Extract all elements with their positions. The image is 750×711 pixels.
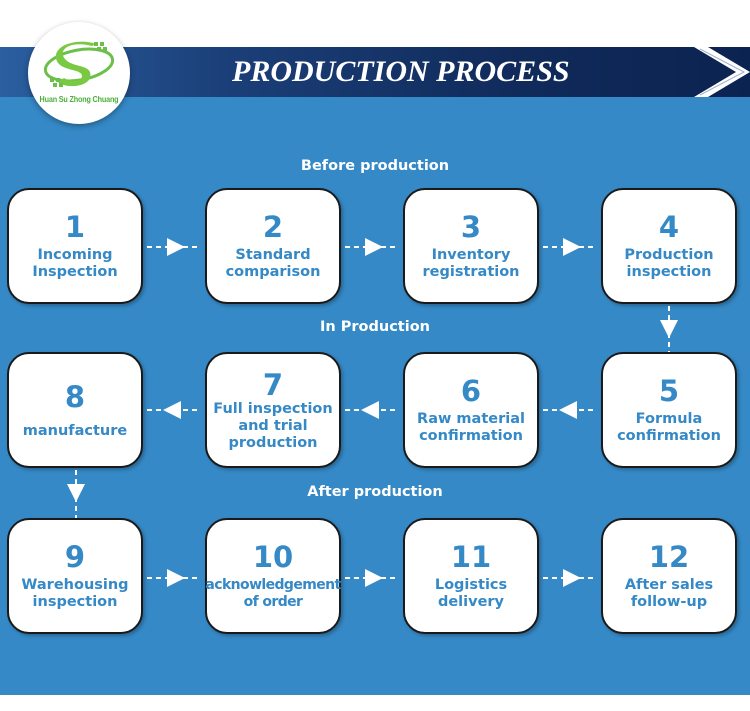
step-label: manufacture: [22, 422, 128, 439]
arrow-left-icon: [345, 401, 399, 419]
arrow-right-icon: [543, 569, 597, 587]
step-3-inventory-registration: 3 Inventory registration: [403, 188, 539, 304]
logo-s-icon: [43, 41, 115, 87]
step-number: 9: [64, 540, 86, 574]
step-label: Warehousing inspection: [21, 577, 129, 610]
step-number: 11: [450, 540, 492, 574]
arrow-right-icon: [147, 569, 201, 587]
step-number: 3: [460, 210, 482, 244]
step-number: 8: [64, 379, 86, 414]
step-6-raw-material-confirmation: 6 Raw material confirmation: [403, 352, 539, 468]
arrow-right-icon: [345, 569, 399, 587]
step-number: 2: [262, 210, 284, 244]
step-11-logistics-delivery: 11 Logistics delivery: [403, 518, 539, 634]
section-label-after-production: After production: [307, 484, 443, 500]
step-4-production-inspection: 4 Production inspection: [601, 188, 737, 304]
step-number: 4: [658, 210, 680, 244]
arrow-left-icon: [147, 401, 201, 419]
step-label: Standard comparison: [225, 247, 321, 280]
step-label: Incoming Inspection: [32, 247, 118, 280]
step-number: 5: [658, 374, 680, 408]
step-label: Production inspection: [624, 247, 714, 280]
step-label: acknowledgement of order: [205, 577, 341, 610]
section-label-in-production: In Production: [320, 319, 430, 335]
step-number: 1: [64, 210, 86, 244]
arrow-down-icon: [67, 470, 85, 518]
step-10-acknowledgement-of-order: 10 acknowledgement of order: [205, 518, 341, 634]
step-7-full-inspection-trial-production: 7 Full inspection and trial production: [205, 352, 341, 468]
section-label-before-production: Before production: [300, 158, 450, 174]
arrow-right-icon: [147, 238, 201, 256]
logo-text: Huan Su Zhong Chuang: [39, 94, 119, 104]
arrow-left-icon: [543, 401, 597, 419]
step-1-incoming-inspection: 1 Incoming Inspection: [7, 188, 143, 304]
step-number: 7: [262, 367, 284, 402]
step-8-manufacture: 8 manufacture: [7, 352, 143, 468]
step-label: Formula confirmation: [617, 411, 721, 444]
step-9-warehousing-inspection: 9 Warehousing inspection: [7, 518, 143, 634]
arrow-down-icon: [660, 306, 678, 352]
step-label: Full inspection and trial production: [213, 400, 333, 451]
step-12-after-sales-follow-up: 12 After sales follow-up: [601, 518, 737, 634]
page-title: PRODUCTION PROCESS: [232, 55, 570, 88]
step-label: Inventory registration: [422, 247, 520, 280]
step-5-formula-confirmation: 5 Formula confirmation: [601, 352, 737, 468]
arrow-right-icon: [543, 238, 597, 256]
step-number: 6: [460, 374, 482, 408]
chevron-right-icon: [694, 47, 750, 97]
arrow-right-icon: [345, 238, 399, 256]
company-logo: Huan Su Zhong Chuang: [28, 22, 130, 124]
step-label: Logistics delivery: [434, 577, 508, 610]
step-number: 10: [252, 540, 294, 574]
step-label: After sales follow-up: [624, 577, 714, 610]
step-label: Raw material confirmation: [417, 411, 525, 444]
step-2-standard-comparison: 2 Standard comparison: [205, 188, 341, 304]
step-number: 12: [648, 540, 690, 574]
